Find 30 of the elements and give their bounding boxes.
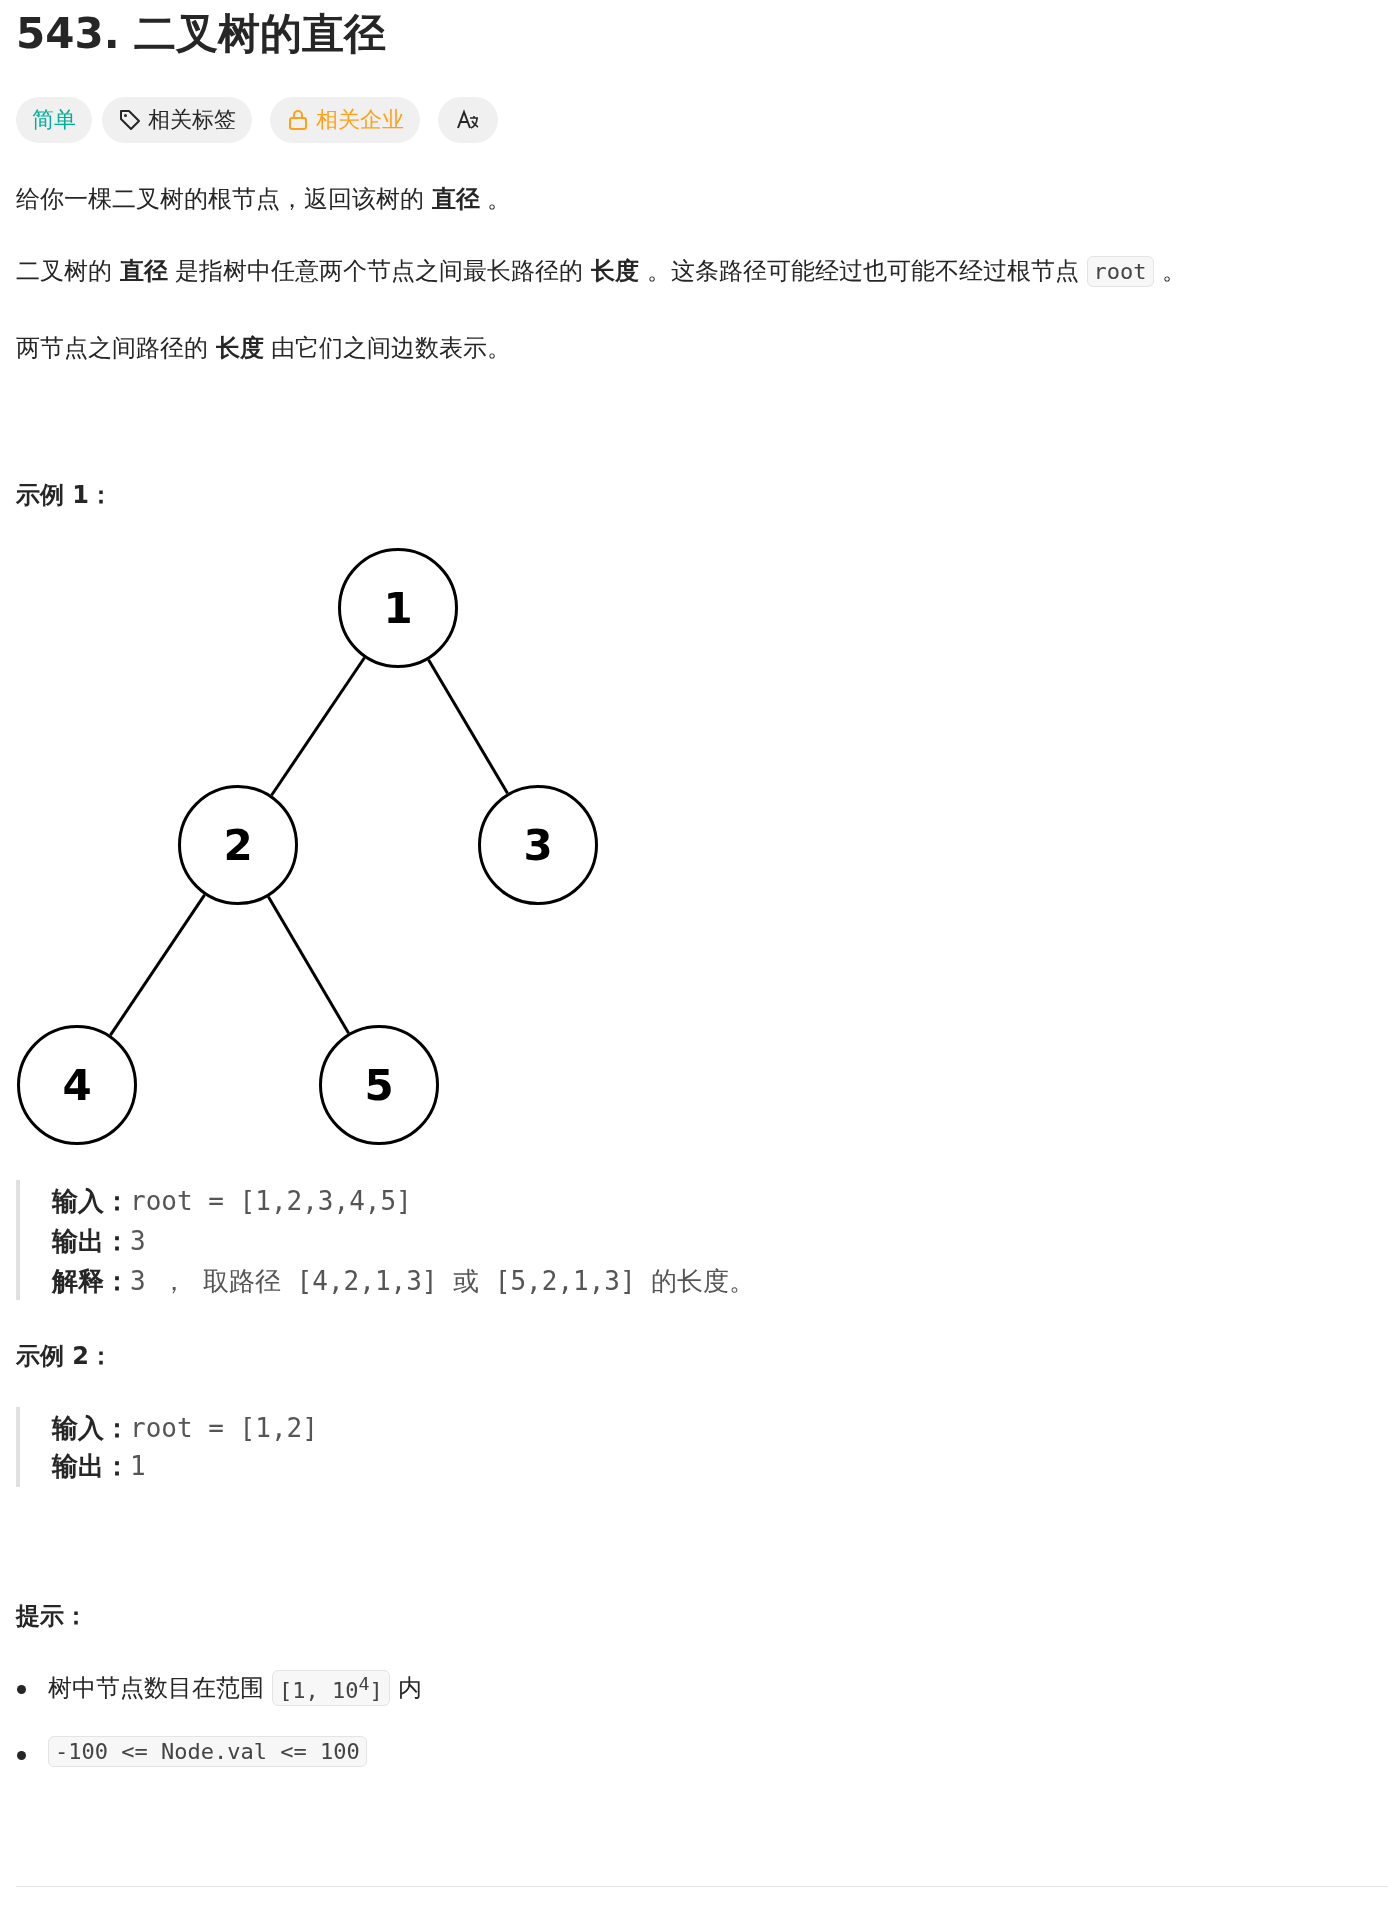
tree-node: 1 (338, 548, 458, 668)
paragraph-end: 。 (1161, 256, 1186, 287)
paragraph: 给你一棵二叉树的根节点，返回该树的 直径 。 (16, 184, 512, 215)
example-line: 输出：3 (52, 1225, 146, 1258)
paragraph: 两节点之间路径的 长度 由它们之间边数表示。 (16, 333, 512, 364)
list-item-text: 树中节点数目在范围 (48, 1673, 264, 1705)
paragraph: 二叉树的 直径 是指树中任意两个节点之间最长路径的 长度 。这条路径可能经过也可能不经过根节点 (16, 256, 1079, 287)
tree-node: 2 (178, 785, 298, 905)
example-line: 解释：3 ， 取路径 [4,2,1,3] 或 [5,2,1,3] 的长度。 (52, 1265, 756, 1298)
tree-node: 3 (478, 785, 598, 905)
example-line: 输入：root = [1,2,3,4,5] (52, 1185, 412, 1218)
section-heading: 提示： (16, 1601, 88, 1632)
companies-tag-button: 相关企业 (270, 97, 420, 143)
topics-tag-button: 相关标签 (102, 97, 252, 143)
inline-code: [1, 10$^{4}$] (272, 1670, 390, 1707)
section-heading: 示例 2： (16, 1341, 114, 1372)
tree-edge (427, 658, 509, 795)
difficulty-tag: 简单 (16, 97, 92, 143)
tree-edge (267, 895, 350, 1035)
tree-node: 4 (17, 1025, 137, 1145)
tree-edge (270, 656, 366, 797)
example-line: 输入：root = [1,2] (52, 1412, 318, 1445)
tree-edge (109, 894, 206, 1036)
tree-node: 5 (319, 1025, 439, 1145)
list-item-text: 内 (397, 1673, 422, 1705)
example-line: 输出：1 (52, 1450, 146, 1483)
page-title: 543. 二叉树的直径 (16, 8, 387, 60)
inline-code: -100 <= Node.val <= 100 (48, 1736, 367, 1767)
section-heading: 示例 1： (16, 480, 114, 511)
inline-code: root (1086, 255, 1154, 287)
